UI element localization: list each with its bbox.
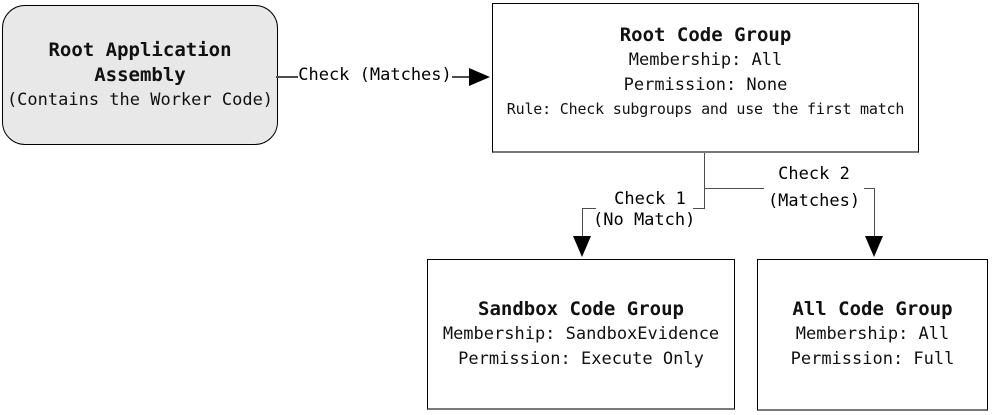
edge-check1-elbow-line	[581, 207, 583, 237]
all-group-permission: Permission: Full	[790, 349, 955, 369]
edge-check1-label-line1: Check 1	[614, 189, 686, 209]
arrow-right-icon	[469, 68, 490, 86]
edge-stem-line	[703, 153, 705, 209]
all-code-group-node: All Code Group Membership: All Permissio…	[757, 259, 988, 411]
root-group-membership: Membership: All	[628, 50, 783, 70]
edge-check2-line-left	[703, 187, 764, 189]
assembly-title: Root Application Assembly	[48, 38, 232, 86]
edge-check1-line-right	[693, 207, 705, 209]
sandbox-group-permission: Permission: Execute Only	[458, 348, 704, 369]
edge-check2-elbow-line	[873, 187, 875, 237]
arrow-down-check2-icon	[865, 236, 883, 257]
root-group-permission: Permission: None	[623, 75, 788, 95]
edge-check-matches-line-left	[276, 76, 298, 78]
root-application-assembly-node: Root Application Assembly (Contains the …	[2, 5, 278, 145]
assembly-note: (Contains the Worker Code)	[6, 89, 274, 110]
edge-check-matches-label: Check (Matches)	[298, 65, 452, 85]
all-group-membership: Membership: All	[795, 324, 950, 344]
root-code-group-node: Root Code Group Membership: All Permissi…	[492, 3, 919, 153]
root-group-rule: Rule: Check subgroups and use the first …	[506, 100, 905, 118]
sandbox-group-title: Sandbox Code Group	[478, 297, 684, 320]
sandbox-code-group-node: Sandbox Code Group Membership: SandboxEv…	[427, 259, 735, 410]
edge-check2-line-right	[864, 187, 875, 189]
edge-check1-label-line2: (No Match)	[593, 210, 696, 230]
edge-check1-line-left	[582, 207, 596, 209]
edge-check2-label-line2: (Matches)	[767, 191, 861, 211]
root-group-title: Root Code Group	[619, 24, 792, 46]
arrow-down-check1-icon	[573, 236, 591, 257]
edge-check-matches-line-right	[452, 76, 470, 78]
edge-check2-label-line1: Check 2	[778, 164, 850, 184]
all-group-title: All Code Group	[792, 298, 953, 320]
sandbox-group-membership: Membership: SandboxEvidence	[442, 323, 720, 344]
